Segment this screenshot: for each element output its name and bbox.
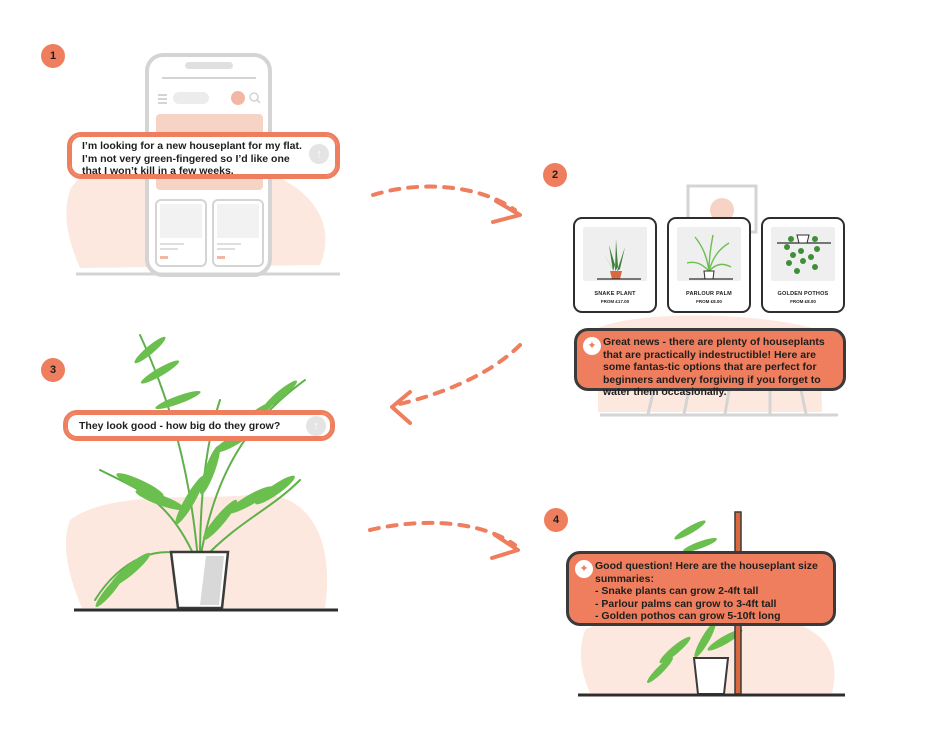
- size-summary-snake: - Snake plants can grow 2-4ft tall: [595, 585, 759, 597]
- sparkle-icon: ✦: [583, 337, 601, 355]
- snake-plant-icon: [597, 239, 641, 280]
- panel3-user-message: They look good - how big do they grow?: [79, 420, 281, 432]
- arrow-1-to-2: [371, 184, 517, 212]
- panel1-user-message: I’m looking for a new houseplant for my …: [82, 140, 302, 177]
- product-name: GOLDEN POTHOS: [777, 291, 829, 297]
- product-name: PARLOUR PALM: [686, 291, 732, 297]
- product-card-parlour-palm[interactable]: PARLOUR PALM FROM £8.00: [667, 217, 751, 313]
- panel1-user-message-bubble: I’m looking for a new houseplant for my …: [67, 132, 340, 179]
- step-badge-1: 1: [41, 44, 65, 68]
- send-icon[interactable]: [309, 144, 329, 164]
- panel4-bot-message-bubble: ✦ Good question! Here are the houseplant…: [566, 551, 836, 626]
- step-badge-4: 4: [544, 508, 568, 532]
- step-badge-2: 2: [543, 163, 567, 187]
- product-image: [583, 227, 647, 281]
- golden-pothos-icon: [777, 234, 831, 274]
- size-summary-parlour: - Parlour palms can grow to 3-4ft tall: [595, 597, 777, 610]
- panel3-user-message-bubble: They look good - how big do they grow?: [63, 410, 335, 441]
- panel4-bot-message: Good question! Here are the houseplant s…: [595, 560, 831, 623]
- product-name: SNAKE PLANT: [594, 291, 636, 297]
- product-card-snake-plant[interactable]: SNAKE PLANT FROM £17.00: [573, 217, 657, 313]
- panel4-blob: [580, 614, 835, 693]
- sparkle-icon: ✦: [575, 560, 593, 578]
- product-image: [771, 227, 835, 281]
- panel2-bot-message-bubble: ✦ Great news - there are plenty of house…: [574, 328, 846, 398]
- product-price: FROM £8.00: [696, 299, 722, 304]
- small-pot: [692, 657, 730, 695]
- send-icon[interactable]: [306, 416, 326, 436]
- product-price: FROM £8.00: [790, 299, 816, 304]
- size-summary-intro: Good question! Here are the houseplant s…: [595, 560, 818, 585]
- arrow-2-to-3: [393, 343, 522, 407]
- product-price: FROM £17.00: [600, 299, 630, 304]
- size-summary-pothos: - Golden pothos can grow 5-10ft long: [595, 610, 781, 622]
- arrow-3-to-4: [368, 520, 517, 547]
- product-card-golden-pothos[interactable]: GOLDEN POTHOS FROM £8.00: [761, 217, 845, 313]
- palm-small: [647, 520, 743, 683]
- product-image: [677, 227, 741, 281]
- step-badge-3: 3: [41, 358, 65, 382]
- parlour-palm-icon: [686, 234, 733, 280]
- panel2-bot-message: Great news - there are plenty of housepl…: [603, 336, 825, 398]
